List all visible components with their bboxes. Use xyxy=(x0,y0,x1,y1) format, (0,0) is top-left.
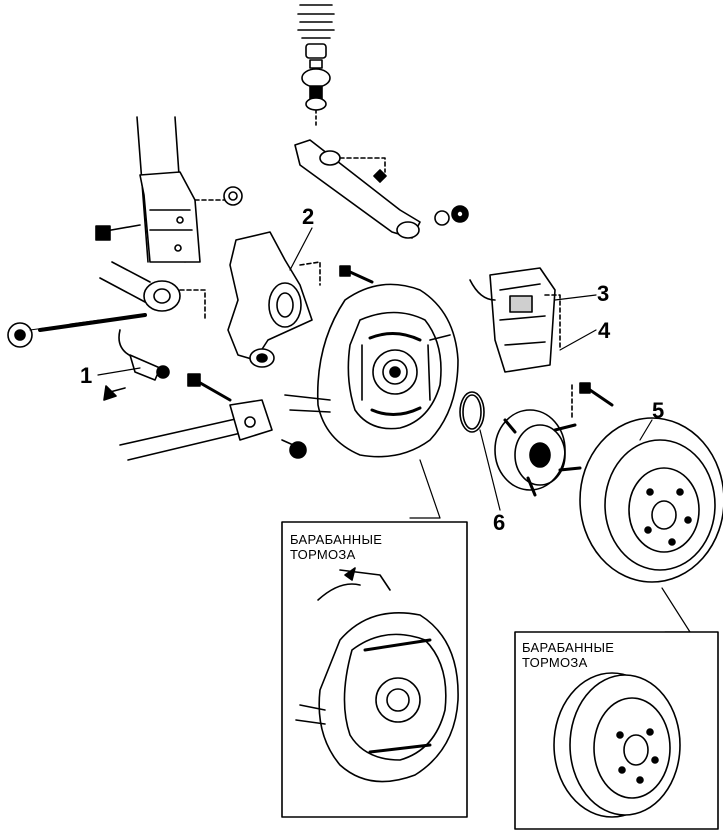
callout-2: 2 xyxy=(302,204,315,229)
shield-bolt xyxy=(339,265,374,284)
callout-6: 6 xyxy=(493,510,506,535)
inset-left xyxy=(281,521,468,818)
hub-bearing xyxy=(494,382,614,497)
inset-right-caption: БАРАБАННЫЕ ТОРМОЗА xyxy=(522,640,614,670)
callout-1: 1 xyxy=(80,363,93,388)
callout-3: 3 xyxy=(597,281,610,306)
lower-bushing xyxy=(7,261,206,348)
o-ring xyxy=(459,391,485,433)
steering-knuckle xyxy=(227,231,321,368)
inset-left-line2: ТОРМОЗА xyxy=(290,547,356,562)
backing-plate xyxy=(284,283,459,458)
shock-absorber-top xyxy=(297,4,335,126)
brake-caliper xyxy=(469,267,561,373)
inset-right xyxy=(514,631,719,830)
inset-left-caption: БАРАБАННЫЕ ТОРМОЗА xyxy=(290,532,382,562)
leader-lines xyxy=(97,227,691,633)
callout-4: 4 xyxy=(598,318,611,343)
lower-control-arm xyxy=(119,373,307,461)
abs-sensor xyxy=(103,329,170,401)
brake-disc xyxy=(579,417,723,583)
inset-left-line1: БАРАБАННЫЕ xyxy=(290,532,383,547)
callout-5: 5 xyxy=(652,398,665,423)
strut-bracket xyxy=(95,116,243,263)
inset-right-line2: ТОРМОЗА xyxy=(522,655,588,670)
upper-control-arm xyxy=(294,139,469,239)
inset-right-line1: БАРАБАННЫЕ xyxy=(522,640,615,655)
